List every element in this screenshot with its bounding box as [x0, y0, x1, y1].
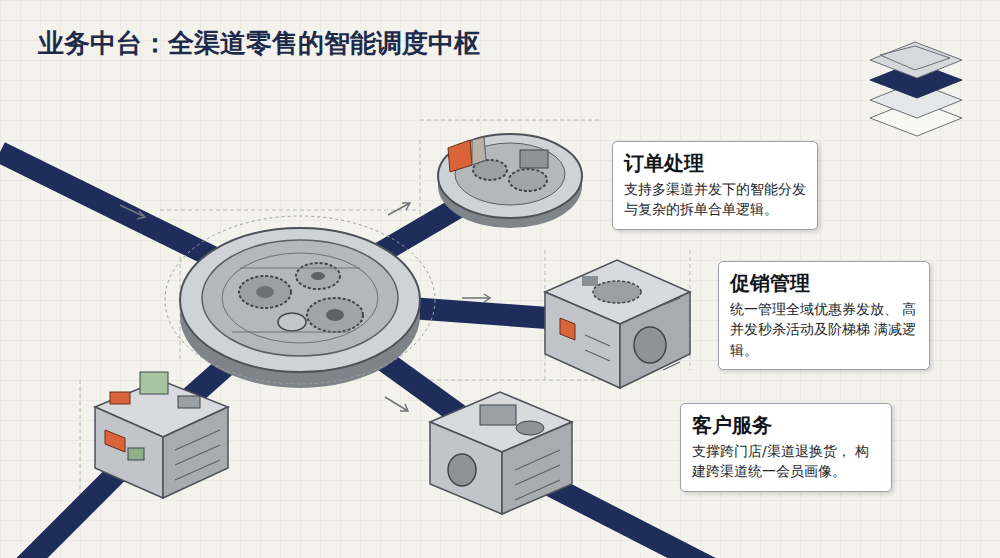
- layer-stack-icon: [870, 42, 962, 136]
- callout-box: 客户服务支撑跨门店/渠道退换货， 构建跨渠道统一会员画像。: [680, 403, 892, 492]
- conveyor-bands: [0, 152, 715, 558]
- diagram-title: 业务中台：全渠道零售的智能调度中枢: [38, 26, 480, 61]
- callout-box: 订单处理支持多渠道并发下的智能分发 与复杂的拆单合单逻辑。: [612, 141, 818, 230]
- dimension-lines: [80, 120, 690, 500]
- flow-arrows: [120, 203, 490, 411]
- callout-heading: 促销管理: [730, 270, 918, 296]
- callout-body: 统一管理全域优惠券发放、 高并发秒杀活动及阶梯梯 满减逻辑。: [730, 299, 918, 360]
- order-mechanism: [438, 134, 582, 228]
- customer-mechanism: [430, 392, 572, 514]
- callout-box: 促销管理统一管理全域优惠券发放、 高并发秒杀活动及阶梯梯 满减逻辑。: [718, 261, 930, 370]
- callout-heading: 订单处理: [624, 150, 806, 176]
- storefront-mechanism: [95, 372, 228, 498]
- promotion-mechanism: [545, 260, 690, 388]
- callout-heading: 客户服务: [692, 412, 880, 438]
- callout-body: 支撑跨门店/渠道退换货， 构建跨渠道统一会员画像。: [692, 441, 880, 482]
- callout-body: 支持多渠道并发下的智能分发 与复杂的拆单合单逻辑。: [624, 179, 806, 220]
- hub-mechanism: [165, 216, 435, 388]
